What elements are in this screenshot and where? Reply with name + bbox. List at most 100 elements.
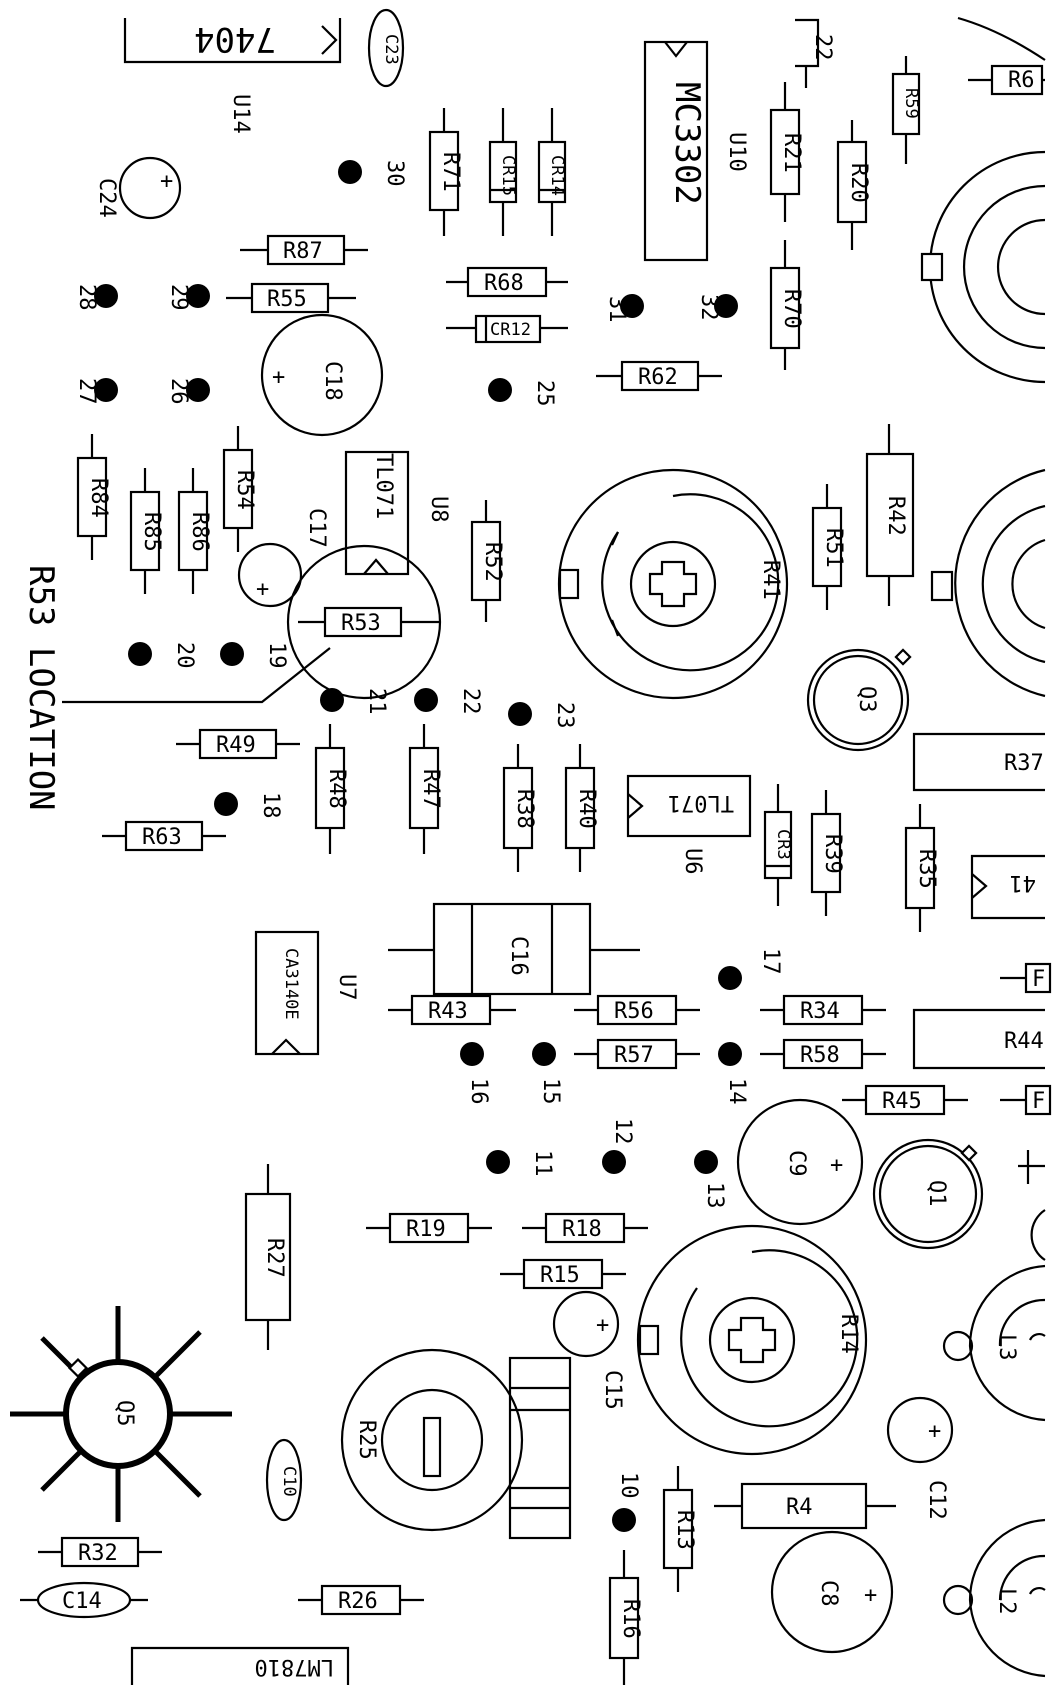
svg-text:R56: R56 [614,999,654,1024]
resistor-r45[interactable]: R45 [842,1084,968,1116]
resistor-r56[interactable]: R56 [574,994,700,1026]
test-point-27[interactable]: 27 [74,378,118,405]
svg-text:R25: R25 [354,1420,379,1460]
resistor-r38[interactable]: R38 [502,744,537,872]
svg-text:CA3140E: CA3140E [281,948,301,1020]
resistor-r68[interactable]: R68 [446,266,568,298]
capacitor-c18[interactable]: + C18 [260,313,384,437]
capacitor-c8[interactable]: + C8 [770,1530,894,1654]
test-point-23[interactable]: 23 [508,702,577,729]
transistor-q1[interactable]: Q1 [872,1138,984,1250]
resistor-r87[interactable]: R87 [240,234,368,266]
resistor-r6[interactable]: R6 [968,64,1045,96]
ic-u6[interactable]: TL071 U6 [626,774,752,875]
resistor-r63[interactable]: R63 [102,820,226,852]
test-point-19[interactable]: 19 [220,642,289,669]
resistor-r13[interactable]: R13 [662,1466,697,1592]
capacitor-c17[interactable]: + C17 [237,508,329,608]
trimmer-r14[interactable]: R14 [636,1224,868,1456]
resistor-r47[interactable]: R47 [408,724,443,854]
resistor-r32[interactable]: R32 [38,1536,162,1568]
svg-text:25: 25 [532,380,557,407]
capacitor-c14[interactable]: C14 [20,1581,148,1619]
test-point-12[interactable]: 12 [602,1118,635,1174]
test-point-30[interactable]: 30 [338,160,407,187]
resistor-r34[interactable]: R34 [760,994,886,1026]
capacitor-c10[interactable]: C10 [265,1438,303,1522]
diode-cr3[interactable]: CR3 [763,784,793,906]
trimmer-r41[interactable]: R41 [557,468,789,700]
svg-text:+: + [256,577,269,602]
ic-u14[interactable]: 7404 U14 [123,18,342,134]
resistor-r85[interactable]: R85 [129,468,164,594]
test-point-14[interactable]: 14 [718,1042,749,1105]
resistor-r39[interactable]: R39 [810,790,845,916]
svg-text:R70: R70 [779,289,804,329]
resistor-r37[interactable]: R37 [912,732,1045,792]
ic-u10[interactable]: MC3302 U10 [643,40,749,262]
test-point-11[interactable]: 11 [486,1150,555,1177]
test-point-21[interactable]: 21 [320,688,389,715]
capacitor-c9[interactable]: + C9 [736,1098,864,1226]
resistor-r16[interactable]: R16 [608,1550,643,1685]
test-point-13[interactable]: 13 [694,1150,727,1209]
capacitor-c23[interactable]: C23 [367,8,405,88]
resistor-r58[interactable]: R58 [760,1038,886,1070]
resistor-r20[interactable]: R20 [836,120,871,250]
resistor-r86[interactable]: R86 [177,468,212,594]
resistor-r84[interactable]: R84 [76,434,111,560]
resistor-r55[interactable]: R55 [226,282,356,314]
test-point-32[interactable]: 32 [696,294,738,321]
test-point-22[interactable]: 22 [414,688,483,715]
resistor-r48[interactable]: R48 [314,724,349,854]
resistor-r51[interactable]: R51 [811,484,846,610]
capacitor-c16[interactable]: C16 [388,902,640,996]
diode-cr15[interactable]: CR15 [488,108,518,236]
resistor-r18[interactable]: R18 [522,1212,648,1244]
resistor-r42[interactable]: R42 [865,424,915,606]
resistor-r40[interactable]: R40 [564,744,599,872]
test-point-26[interactable]: 26 [166,378,210,405]
resistor-r71[interactable]: R71 [428,108,463,236]
test-point-25[interactable]: 25 [488,378,557,407]
resistor-r21[interactable]: R21 [769,82,804,222]
resistor-r59[interactable]: R59 [891,56,921,164]
test-point-16[interactable]: 16 [460,1042,491,1105]
test-point-28[interactable]: 28 [74,284,118,311]
test-point-10[interactable]: 10 [612,1472,641,1532]
transistor-q3[interactable]: Q3 [806,648,912,752]
test-point-31[interactable]: 31 [604,294,644,323]
resistor-r19[interactable]: R19 [366,1212,492,1244]
capacitor-c24[interactable]: + C24 [94,156,182,220]
resistor-r53[interactable]: R53 [286,544,442,700]
resistor-r43[interactable]: R43 [388,994,516,1026]
test-point-17[interactable]: 17 [718,948,783,990]
resistor-r52[interactable]: R52 [470,500,505,622]
ic-u8[interactable]: TL071 U8 [344,450,451,576]
inductor-l2[interactable]: L2 [942,1518,1046,1678]
resistor-r35[interactable]: R35 [904,804,939,932]
test-point-29[interactable]: 29 [166,284,210,311]
resistor-r4[interactable]: R4 [714,1482,896,1530]
test-point-20[interactable]: 20 [128,642,197,669]
resistor-r62[interactable]: R62 [596,360,722,392]
resistor-r44[interactable]: R44 [912,1008,1045,1070]
transistor-q5[interactable]: Q5 [10,1306,232,1522]
test-point-18[interactable]: 18 [214,792,283,819]
resistor-r26[interactable]: R26 [298,1584,424,1616]
capacitor-c15[interactable]: + C15 [552,1290,625,1410]
diode-cr14[interactable]: CR14 [537,108,567,236]
resistor-r49[interactable]: R49 [176,728,300,760]
capacitor-c12[interactable]: + C12 [886,1396,954,1520]
diode-cr12[interactable]: CR12 [446,314,568,344]
resistor-r27[interactable]: R27 [244,1164,292,1350]
resistor-r70[interactable]: R70 [769,240,804,370]
ic-u7[interactable]: CA3140E U7 [254,930,359,1056]
trimmer-r25[interactable]: R25 [340,1348,572,1540]
resistor-r15[interactable]: R15 [500,1258,626,1290]
test-point-15[interactable]: 15 [532,1042,563,1105]
svg-text:R86: R86 [187,512,212,552]
inductor-l3[interactable]: L3 [942,1264,1046,1422]
resistor-r54[interactable]: R54 [222,426,257,552]
resistor-r57[interactable]: R57 [574,1038,700,1070]
